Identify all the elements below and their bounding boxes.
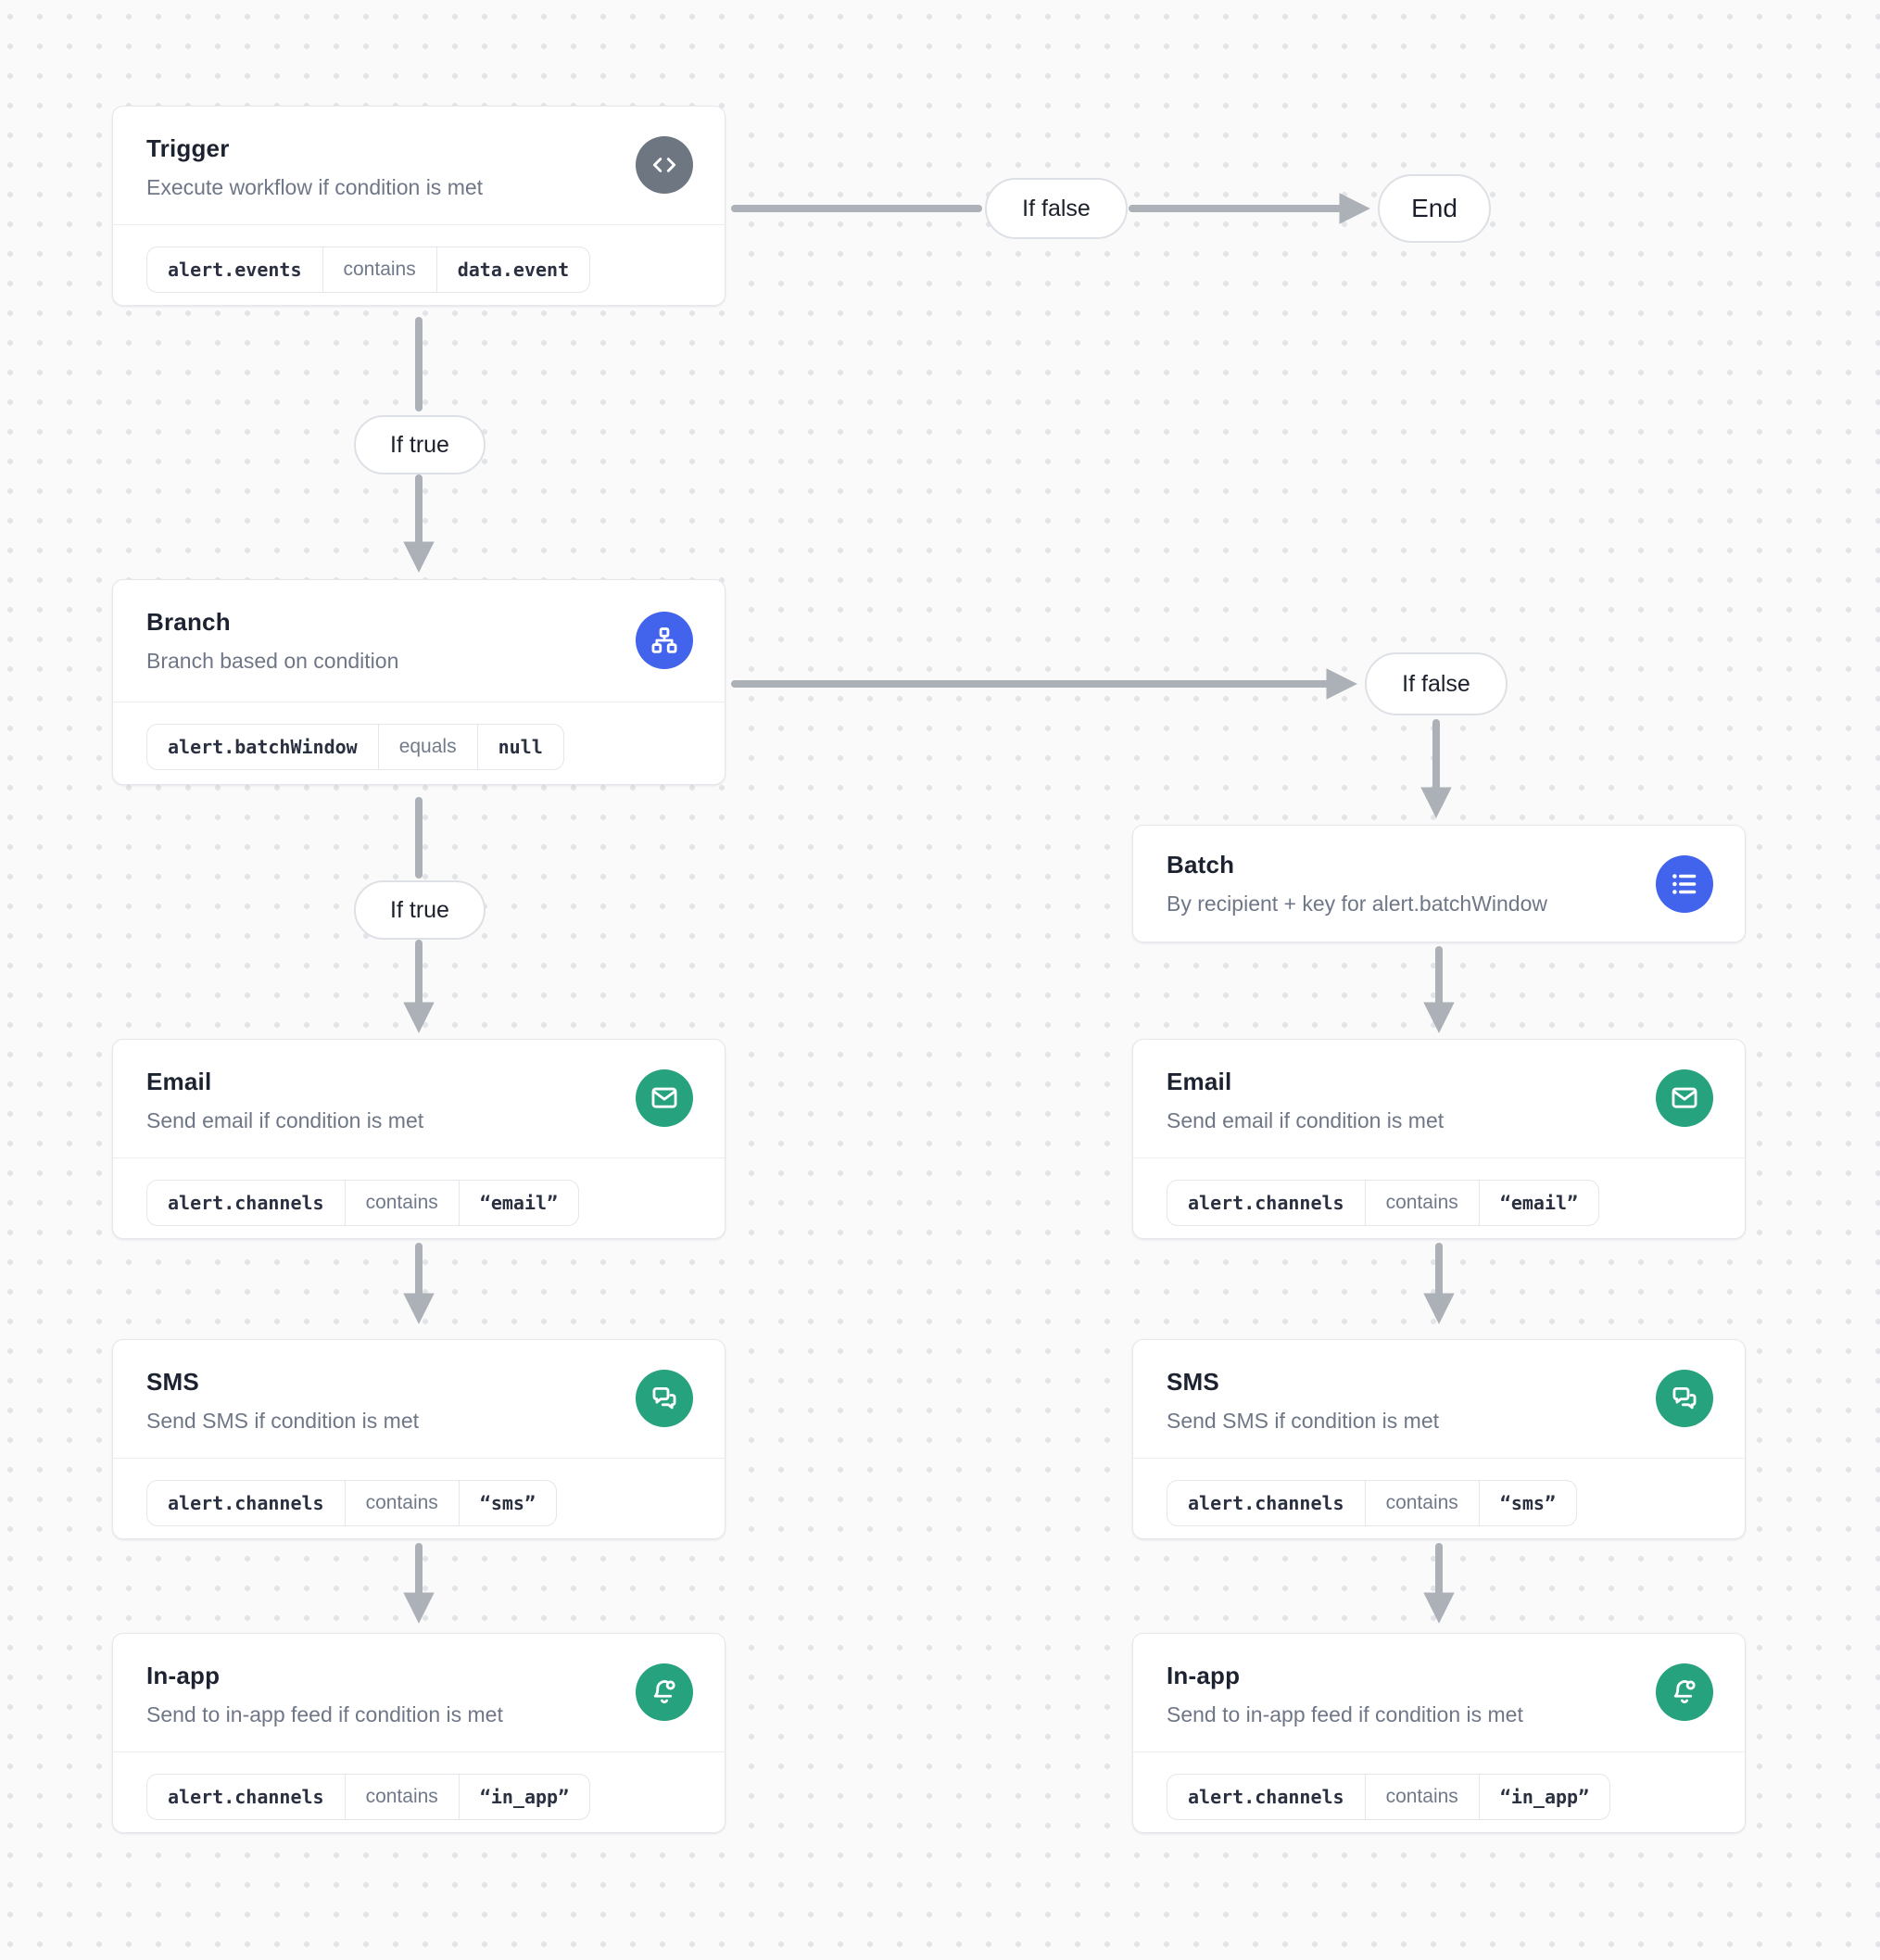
condition-chip: alert.channels contains “in_app” xyxy=(1167,1774,1611,1820)
node-title: Email xyxy=(1167,1068,1232,1095)
condition-chip: alert.channels contains “in_app” xyxy=(146,1774,591,1820)
node-trigger-card[interactable]: Trigger Execute workflow if condition is… xyxy=(112,106,726,306)
node-subtitle: Send to in-app feed if condition is met xyxy=(146,1702,503,1726)
divider xyxy=(113,224,725,225)
end-node: End xyxy=(1378,174,1491,243)
condition-field: alert.channels xyxy=(1188,1192,1344,1214)
edge-label-if-true-1: If true xyxy=(354,415,486,474)
condition-value: “sms” xyxy=(479,1492,536,1514)
node-subtitle: Send to in-app feed if condition is met xyxy=(1167,1702,1523,1726)
condition-value: “in_app” xyxy=(1499,1786,1590,1808)
bell-icon xyxy=(1656,1663,1713,1721)
condition-chip: alert.channels contains “email” xyxy=(1167,1180,1600,1226)
condition-operator: contains xyxy=(322,247,437,292)
condition-value: “email” xyxy=(479,1192,559,1214)
condition-operator: contains xyxy=(344,1481,460,1525)
mail-icon xyxy=(636,1069,693,1127)
node-inapp-left-card[interactable]: In-app Send to in-app feed if condition … xyxy=(112,1633,726,1833)
condition-field: alert.channels xyxy=(168,1786,324,1808)
list-icon xyxy=(1656,855,1713,913)
divider xyxy=(1133,1751,1745,1752)
node-inapp-right-card[interactable]: In-app Send to in-app feed if condition … xyxy=(1132,1633,1746,1833)
sitemap-icon xyxy=(636,612,693,669)
edge-label-if-false-branch: If false xyxy=(1365,652,1508,715)
edge-label-if-true-2: If true xyxy=(354,880,486,940)
condition-field: alert.batchWindow xyxy=(168,736,358,758)
condition-value: null xyxy=(498,736,543,758)
node-sms-left-card[interactable]: SMS Send SMS if condition is met alert.c… xyxy=(112,1339,726,1539)
mail-icon xyxy=(1656,1069,1713,1127)
node-subtitle: Send SMS if condition is met xyxy=(146,1409,420,1433)
condition-chip: alert.channels contains “email” xyxy=(146,1180,580,1226)
node-title: SMS xyxy=(1167,1368,1219,1396)
node-subtitle: Send email if condition is met xyxy=(146,1108,424,1132)
condition-value: “sms” xyxy=(1499,1492,1557,1514)
condition-chip: alert.events contains data.event xyxy=(146,247,591,293)
node-title: In-app xyxy=(146,1662,221,1689)
node-title: Batch xyxy=(1167,851,1235,879)
condition-operator: contains xyxy=(344,1181,460,1225)
divider xyxy=(113,1157,725,1158)
node-subtitle: Branch based on condition xyxy=(146,649,399,673)
node-subtitle: Send email if condition is met xyxy=(1167,1108,1445,1132)
node-title: SMS xyxy=(146,1368,199,1396)
node-subtitle: Execute workflow if condition is met xyxy=(146,175,484,199)
condition-chip: alert.batchWindow equals null xyxy=(146,724,564,770)
condition-value: “email” xyxy=(1499,1192,1579,1214)
node-branch-card[interactable]: Branch Branch based on condition alert.b… xyxy=(112,579,726,785)
condition-chip: alert.channels contains “sms” xyxy=(1167,1480,1578,1526)
divider xyxy=(113,1458,725,1459)
node-title: In-app xyxy=(1167,1662,1241,1689)
condition-operator: contains xyxy=(1364,1181,1480,1225)
node-title: Branch xyxy=(146,608,231,636)
node-subtitle: By recipient + key for alert.batchWindow xyxy=(1167,891,1547,916)
condition-value: data.event xyxy=(457,259,570,281)
node-batch-card[interactable]: Batch By recipient + key for alert.batch… xyxy=(1132,825,1746,942)
condition-field: alert.channels xyxy=(1188,1786,1344,1808)
edge-label-if-false-top: If false xyxy=(985,178,1128,239)
condition-field: alert.events xyxy=(168,259,302,281)
condition-field: alert.channels xyxy=(168,1192,324,1214)
divider xyxy=(1133,1458,1745,1459)
node-email-right-card[interactable]: Email Send email if condition is met ale… xyxy=(1132,1039,1746,1239)
code-icon xyxy=(636,136,693,194)
node-subtitle: Send SMS if condition is met xyxy=(1167,1409,1440,1433)
condition-chip: alert.channels contains “sms” xyxy=(146,1480,558,1526)
node-sms-right-card[interactable]: SMS Send SMS if condition is met alert.c… xyxy=(1132,1339,1746,1539)
node-title: Email xyxy=(146,1068,212,1095)
chat-icon xyxy=(1656,1370,1713,1427)
condition-operator: equals xyxy=(377,725,478,769)
condition-operator: contains xyxy=(1364,1481,1480,1525)
divider xyxy=(113,1751,725,1752)
bell-icon xyxy=(636,1663,693,1721)
node-title: Trigger xyxy=(146,134,230,162)
chat-icon xyxy=(636,1370,693,1427)
condition-field: alert.channels xyxy=(168,1492,324,1514)
condition-operator: contains xyxy=(1364,1775,1480,1819)
condition-operator: contains xyxy=(344,1775,460,1819)
divider xyxy=(1133,1157,1745,1158)
condition-field: alert.channels xyxy=(1188,1492,1344,1514)
node-email-left-card[interactable]: Email Send email if condition is met ale… xyxy=(112,1039,726,1239)
condition-value: “in_app” xyxy=(479,1786,570,1808)
